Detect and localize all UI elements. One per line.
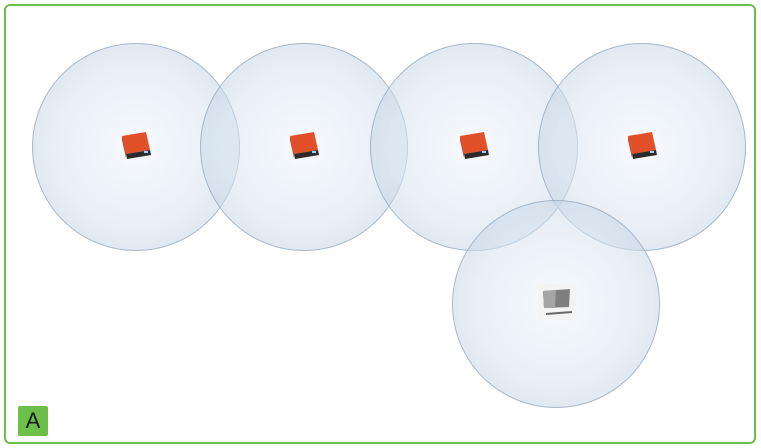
- diagram-frame: A: [4, 4, 756, 444]
- router-icon: [118, 130, 154, 162]
- laptop-icon: [536, 282, 578, 322]
- router-icon: [624, 130, 660, 162]
- router-icon: [456, 130, 492, 162]
- router-icon: [286, 130, 322, 162]
- figure-label: A: [18, 406, 48, 436]
